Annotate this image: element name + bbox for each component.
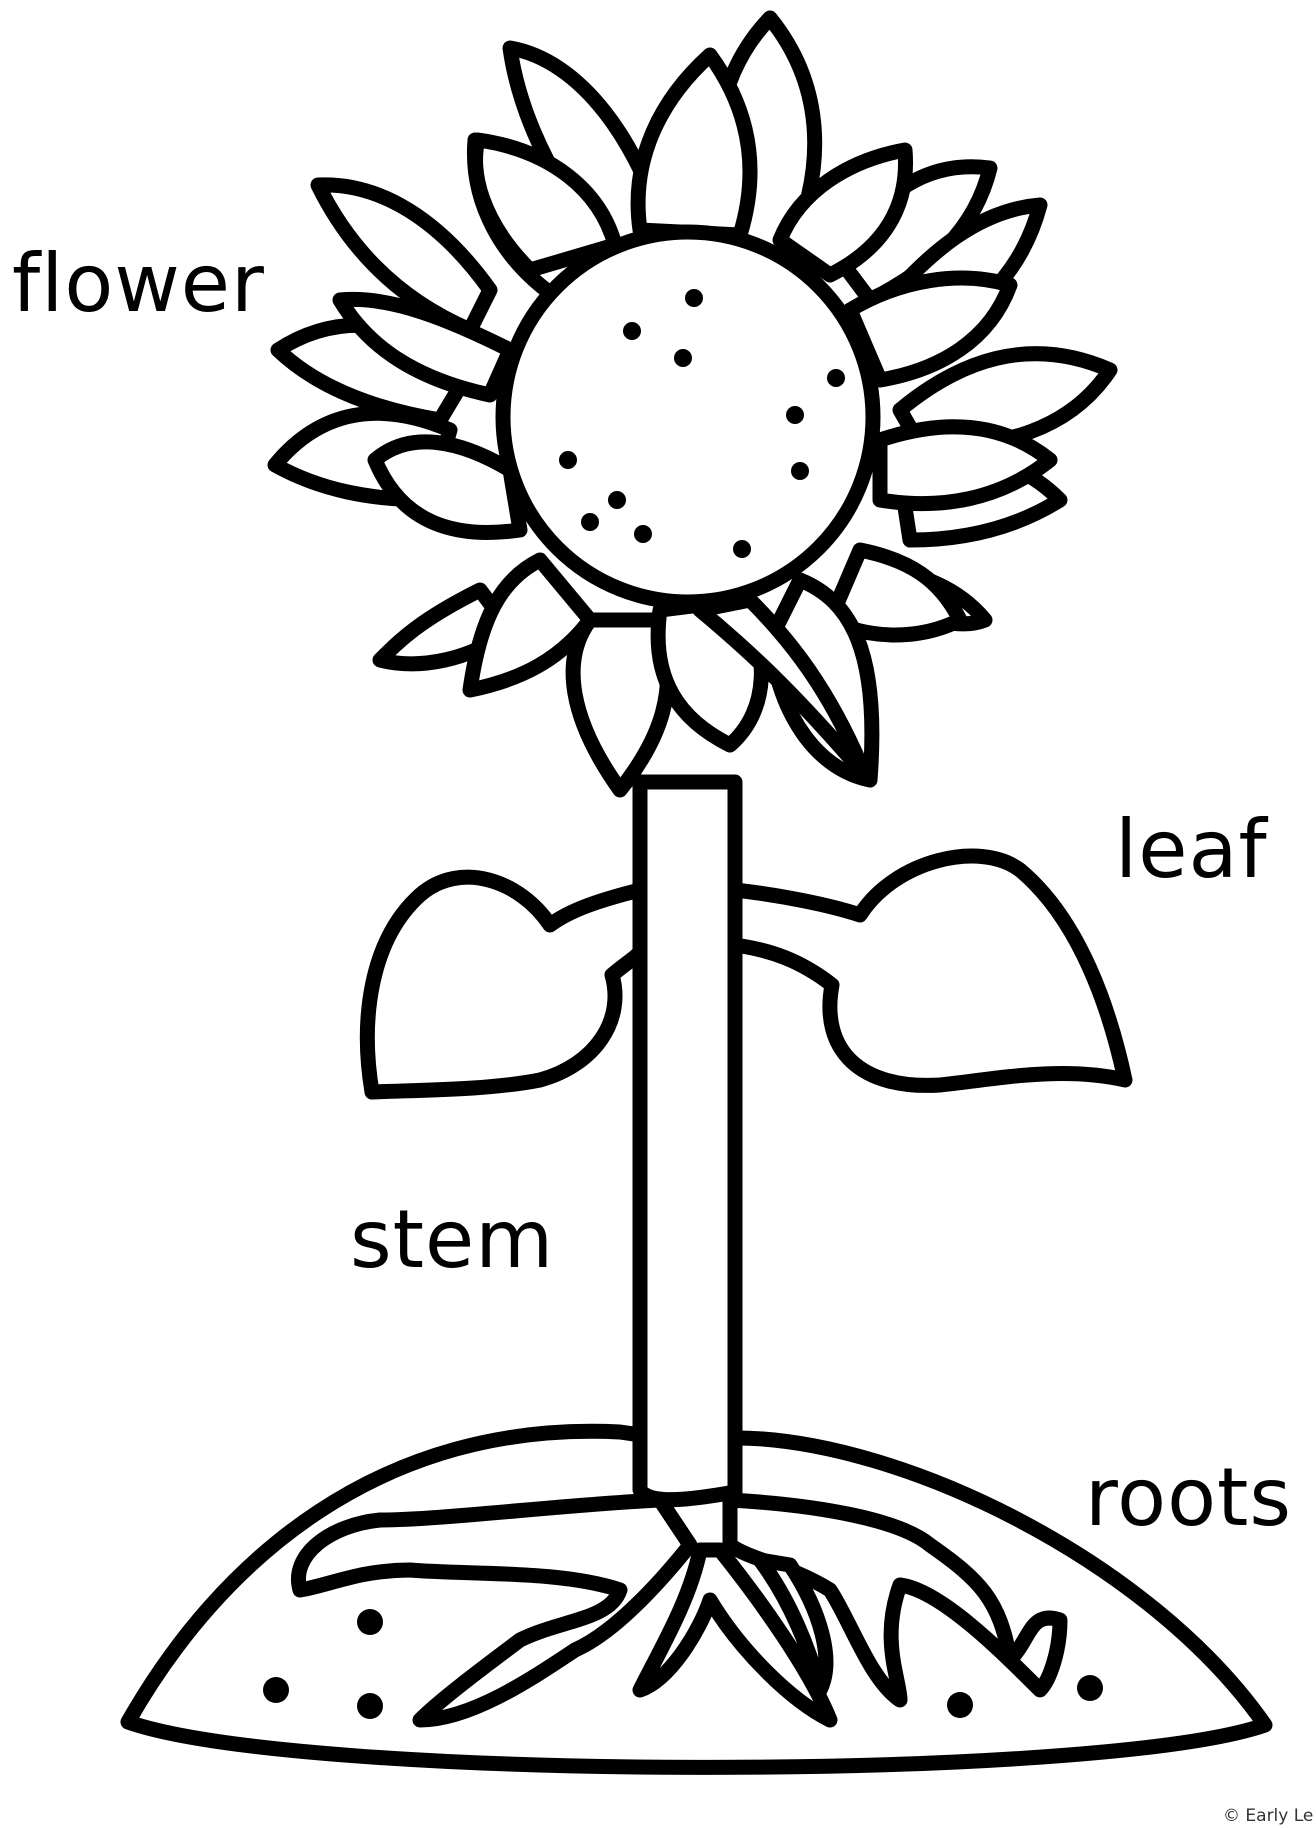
- flower-center: [503, 232, 873, 602]
- copyright-text: © Early Le: [1223, 1806, 1313, 1826]
- leaf-right: [735, 856, 1125, 1085]
- label-stem: stem: [350, 1200, 554, 1280]
- leaf-left: [367, 877, 640, 1092]
- label-roots: roots: [1085, 1458, 1292, 1538]
- label-flower: flower: [12, 244, 265, 324]
- stem: [640, 782, 735, 1500]
- label-leaf: leaf: [1115, 810, 1268, 890]
